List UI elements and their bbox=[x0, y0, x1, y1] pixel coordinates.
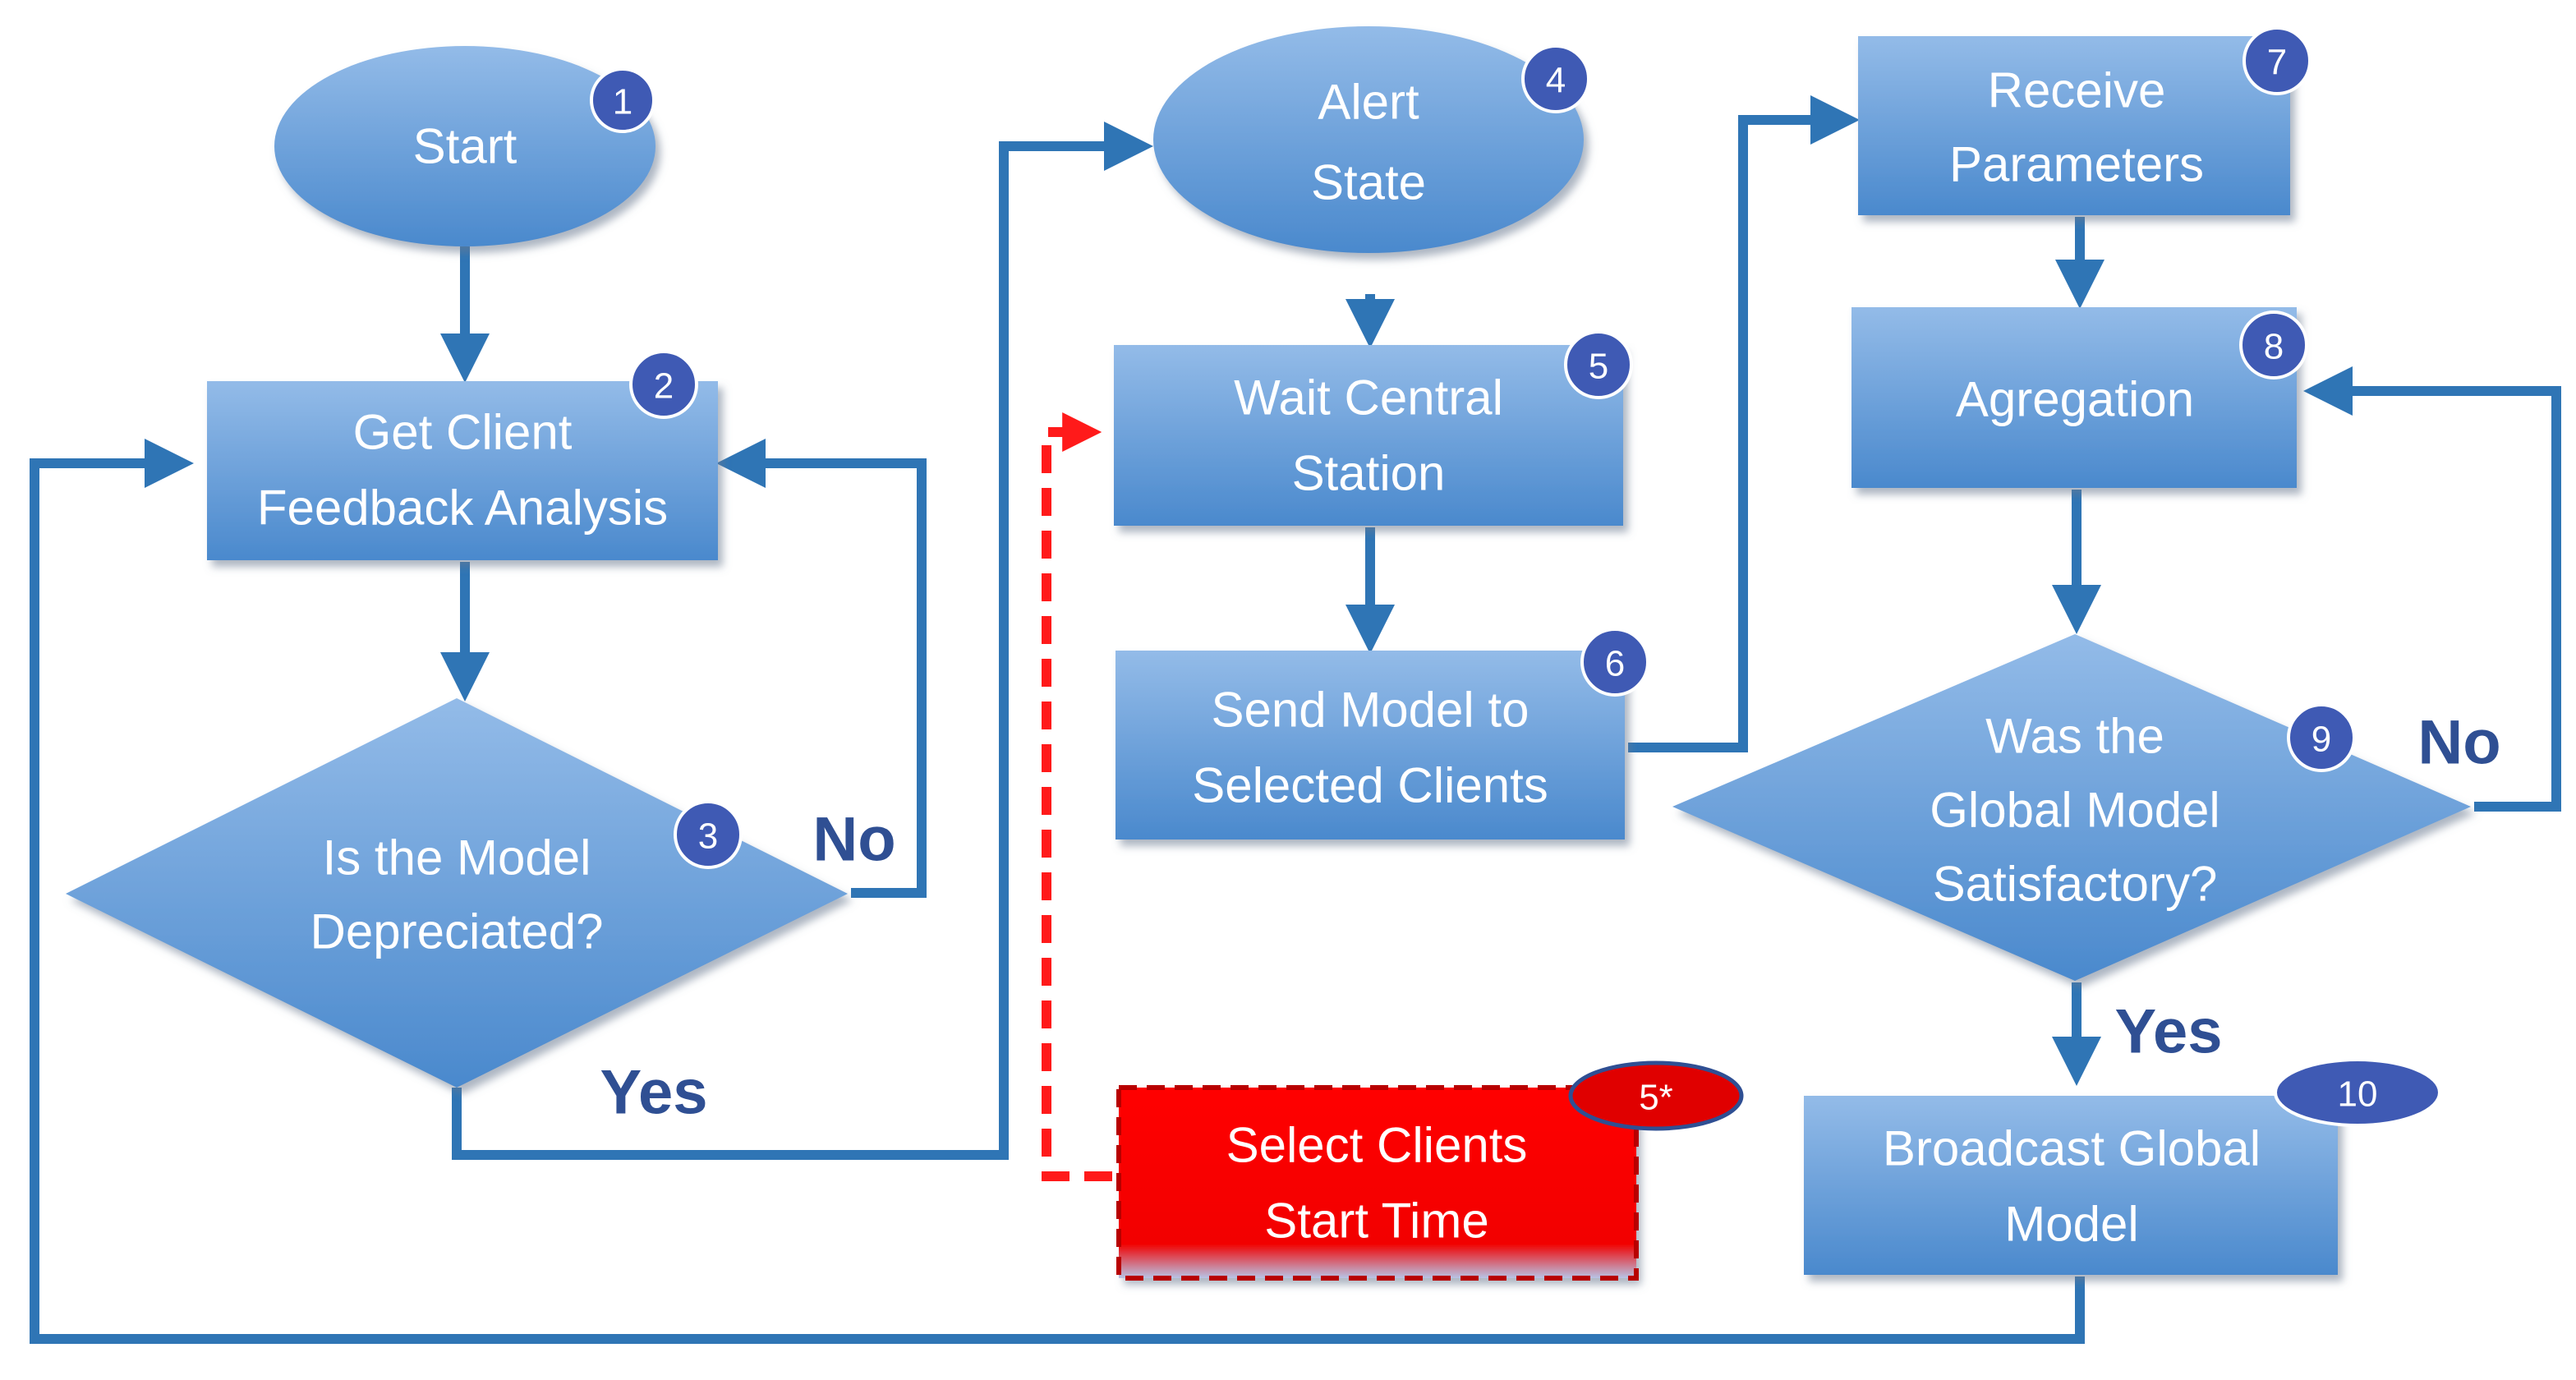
broadcast-label-line1: Broadcast Global bbox=[1883, 1121, 2261, 1176]
wait-central-label-line1: Wait Central bbox=[1234, 370, 1503, 426]
select-clients-label-line2: Start Time bbox=[1264, 1194, 1488, 1249]
alert-state-label-line1: Alert bbox=[1318, 75, 1419, 130]
edge-depreciated-yes-to-alert bbox=[452, 122, 1153, 1160]
edge-select-clients-to-wait-dashed bbox=[1042, 412, 1112, 1181]
badge-2-label: 2 bbox=[654, 366, 674, 407]
badge-4: 4 bbox=[1521, 44, 1590, 113]
edge-send-to-receive bbox=[1628, 95, 1860, 752]
send-model-label-line2: Selected Clients bbox=[1192, 758, 1548, 813]
satisfactory-no-label: No bbox=[2417, 708, 2500, 778]
wait-central-label-line2: Station bbox=[1292, 446, 1446, 501]
badge-4-label: 4 bbox=[1546, 61, 1566, 101]
badge-10-label: 10 bbox=[2338, 1074, 2378, 1115]
get-feedback-label-line2: Feedback Analysis bbox=[257, 481, 668, 536]
node-select-clients: Select Clients Start Time bbox=[1116, 1085, 1639, 1281]
depreciated-label-line2: Depreciated? bbox=[310, 904, 604, 959]
badge-2: 2 bbox=[629, 350, 698, 419]
badge-5-star: 5* bbox=[1568, 1060, 1744, 1131]
badge-7: 7 bbox=[2242, 26, 2312, 95]
depreciated-label-line1: Is the Model bbox=[323, 830, 591, 886]
depreciated-yes-label: Yes bbox=[600, 1058, 707, 1128]
node-depreciated: Is the Model Depreciated? bbox=[66, 698, 848, 1088]
badge-3: 3 bbox=[674, 800, 743, 869]
edge-labels: No Yes No Yes bbox=[600, 708, 2500, 1128]
node-aggregation: Agregation bbox=[1852, 307, 2297, 488]
edge-depreciated-no-loop bbox=[716, 439, 927, 898]
badge-5-star-label: 5* bbox=[1639, 1078, 1673, 1118]
node-wait-central: Wait Central Station bbox=[1114, 345, 1623, 526]
send-model-label-line1: Send Model to bbox=[1212, 683, 1530, 738]
aggregation-label: Agregation bbox=[1956, 372, 2194, 427]
receive-params-label-line2: Parameters bbox=[1949, 137, 2204, 192]
badge-5-label: 5 bbox=[1589, 347, 1608, 387]
get-feedback-label-line1: Get Client bbox=[353, 405, 573, 460]
badge-3-label: 3 bbox=[698, 816, 718, 857]
node-get-feedback: Get Client Feedback Analysis bbox=[207, 381, 718, 560]
satisfactory-yes-label: Yes bbox=[2114, 997, 2222, 1067]
badge-6-label: 6 bbox=[1605, 644, 1625, 684]
depreciated-no-label: No bbox=[812, 805, 895, 875]
step-badges: 1 2 3 4 5 6 7 8 bbox=[590, 26, 2441, 1131]
badge-9-label: 9 bbox=[2312, 720, 2331, 760]
edge-satisfactory-no-loop bbox=[2303, 366, 2561, 812]
broadcast-label-line2: Model bbox=[2004, 1197, 2138, 1252]
node-alert-state: Alert State bbox=[1153, 26, 1584, 253]
select-clients-label-line1: Select Clients bbox=[1226, 1118, 1528, 1173]
node-satisfactory: Was the Global Model Satisfactory? bbox=[1672, 634, 2471, 981]
satisfactory-label-line2: Global Model bbox=[1930, 783, 2220, 838]
badge-1-label: 1 bbox=[613, 82, 632, 122]
connectors bbox=[30, 95, 2561, 1344]
node-send-model: Send Model to Selected Clients bbox=[1116, 651, 1625, 840]
node-start: Start bbox=[274, 46, 656, 246]
alert-state-label-line2: State bbox=[1311, 155, 1426, 210]
badge-8-label: 8 bbox=[2264, 327, 2284, 367]
start-label: Start bbox=[413, 119, 518, 174]
edge-broadcast-to-feedback bbox=[30, 439, 2085, 1344]
badge-5: 5 bbox=[1564, 330, 1633, 399]
node-receive-params: Receive Parameters bbox=[1858, 36, 2290, 215]
satisfactory-label-line1: Was the bbox=[1985, 709, 2164, 764]
badge-10: 10 bbox=[2274, 1058, 2441, 1127]
badge-8: 8 bbox=[2239, 310, 2308, 380]
satisfactory-label-line3: Satisfactory? bbox=[1933, 857, 2218, 912]
badge-6: 6 bbox=[1580, 628, 1649, 697]
node-broadcast: Broadcast Global Model bbox=[1804, 1096, 2338, 1275]
badge-9: 9 bbox=[2287, 703, 2356, 772]
badge-1: 1 bbox=[590, 67, 656, 133]
receive-params-label-line1: Receive bbox=[1988, 63, 2166, 118]
badge-7-label: 7 bbox=[2267, 43, 2287, 83]
